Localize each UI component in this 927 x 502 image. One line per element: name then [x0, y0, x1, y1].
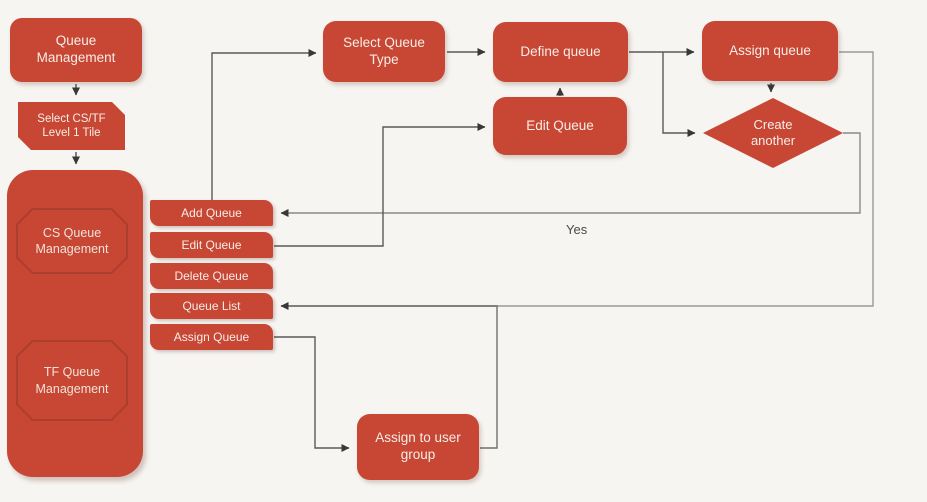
- node-delete-queue-button: Delete Queue: [150, 263, 273, 289]
- node-assign-to-user-group-label: Assign to user group: [375, 430, 461, 462]
- node-edit-queue-button: Edit Queue: [150, 232, 273, 258]
- edge-branch-to-create-another: [662, 52, 696, 137]
- node-define-queue: Define queue: [493, 22, 628, 82]
- node-queue-management-label: Queue Management: [36, 33, 116, 65]
- edge-add-queue-to-select-queue-type: [211, 49, 317, 200]
- node-select-cs-tf-tile: Select CS/TF Level 1 Tile: [18, 102, 125, 150]
- node-tf-queue-management-label: TF Queue Management: [35, 365, 109, 396]
- edit-queue-label: Edit Queue: [181, 238, 242, 252]
- node-edit-queue-box: Edit Queue: [493, 97, 627, 155]
- queue-management-container: CS Queue Management TF Queue Management: [7, 170, 143, 477]
- node-select-queue-type: Select Queue Type: [323, 21, 445, 82]
- node-edit-queue-box-label: Edit Queue: [526, 117, 594, 133]
- node-assign-queue-box-label: Assign queue: [729, 42, 811, 58]
- node-select-cs-tf-tile-label: Select CS/TF Level 1 Tile: [37, 112, 106, 139]
- add-queue-label: Add Queue: [181, 206, 242, 220]
- node-define-queue-label: Define queue: [520, 43, 601, 59]
- node-assign-queue-box: Assign queue: [702, 21, 838, 81]
- edge-label-yes: Yes: [566, 222, 588, 237]
- node-assign-to-user-group: Assign to user group: [357, 414, 479, 480]
- node-assign-queue-button: Assign Queue: [150, 324, 273, 350]
- edge-user-group-return: [480, 307, 498, 449]
- edge-create-another-yes-to-add-queue: [280, 132, 861, 217]
- node-tf-queue-management: TF Queue Management: [16, 340, 128, 421]
- edge-assign-queue-return-to-queue-list: [498, 51, 874, 307]
- edge-assign-queue-btn-to-user-group: [274, 336, 350, 452]
- assign-queue-label: Assign Queue: [173, 330, 250, 344]
- node-queue-management: Queue Management: [10, 18, 142, 82]
- edge-edit-queue-btn-to-edit-queue-box: [274, 123, 486, 247]
- node-create-another-label: Create another: [750, 116, 796, 148]
- node-select-queue-type-label: Select Queue Type: [343, 34, 425, 67]
- node-cs-queue-management-label: CS Queue Management: [35, 225, 109, 256]
- node-cs-queue-management: CS Queue Management: [16, 208, 128, 274]
- delete-queue-label: Delete Queue: [174, 269, 249, 283]
- queue-list-label: Queue List: [182, 299, 241, 313]
- node-add-queue-button: Add Queue: [150, 200, 273, 226]
- node-queue-list-button: Queue List: [150, 293, 273, 319]
